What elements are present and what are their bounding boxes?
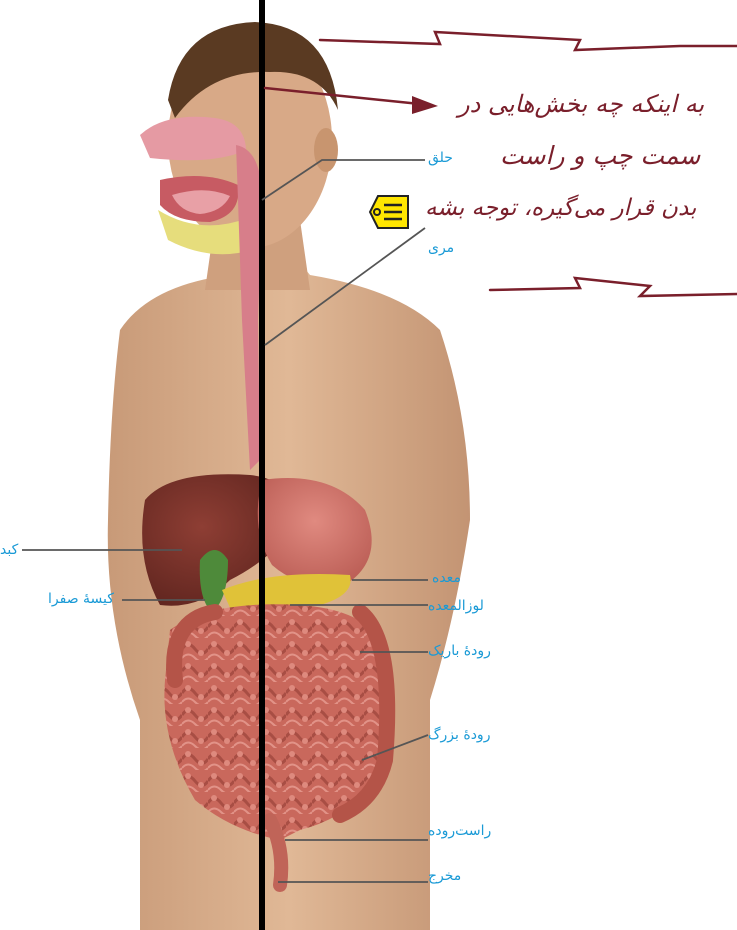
label-pancreas: لوزالمعده (428, 598, 484, 614)
handwritten-note-line-2: سمت چپ و راست (500, 140, 700, 172)
nasal-cavity (140, 117, 246, 160)
arrow-head (412, 96, 438, 114)
label-rectum: راست‌روده (428, 823, 491, 839)
label-esophagus: مری (428, 240, 454, 256)
top-bracket (320, 32, 737, 50)
label-large-intestine: رودهٔ بزرگ (428, 727, 490, 743)
label-gallbladder: کیسهٔ صفرا (48, 591, 114, 607)
handwritten-note-line-1: به اینکه چه بخش‌هایی در (458, 88, 704, 120)
label-liver: کبد (0, 542, 18, 558)
sticky-note-icon[interactable] (368, 190, 412, 234)
ear (314, 128, 338, 172)
label-stomach: معده (432, 570, 461, 586)
handwritten-note-line-3: بدن قرار می‌گیره، توجه بشه (425, 192, 696, 224)
bottom-bracket (490, 278, 737, 296)
label-anus: مخرج (428, 868, 461, 884)
label-small-intestine: رودهٔ باریک (428, 643, 491, 659)
label-pharynx: حلق (428, 150, 453, 166)
